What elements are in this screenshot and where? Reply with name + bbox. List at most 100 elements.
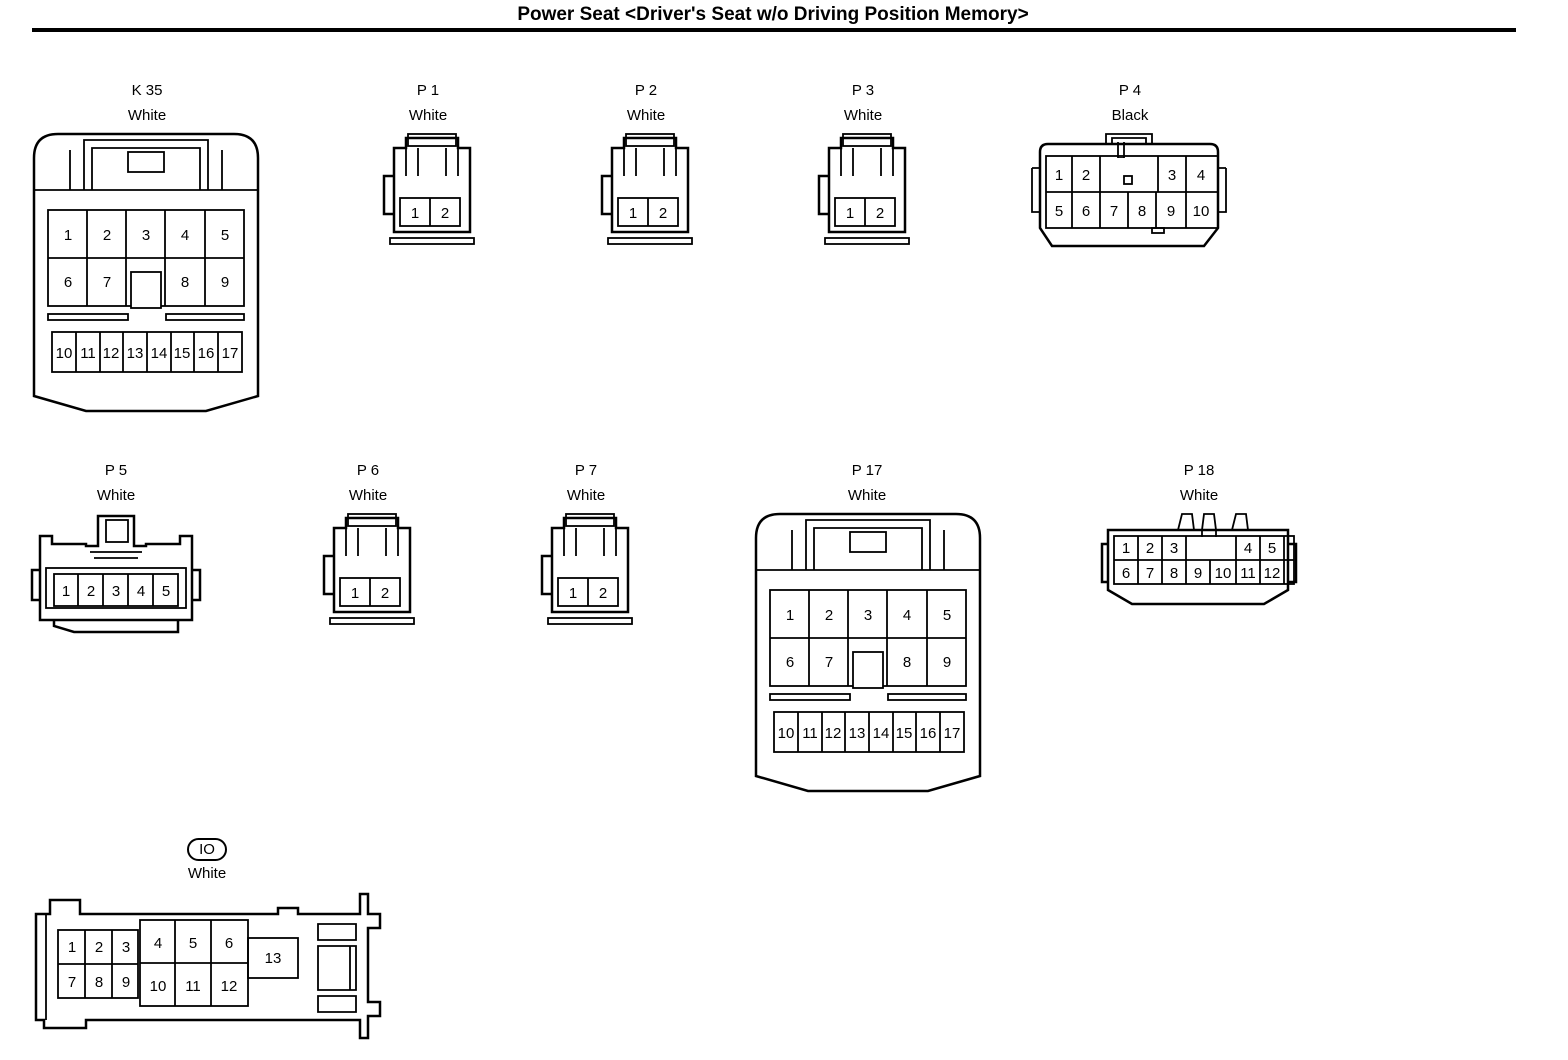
pin: 11 (185, 978, 201, 995)
pin: 10 (778, 725, 795, 742)
pin: 7 (68, 974, 76, 991)
pin: 2 (103, 227, 111, 244)
pin: 3 (122, 939, 130, 956)
pin: 8 (1170, 565, 1178, 582)
connector-id: P 18 (1183, 462, 1215, 479)
pin: 7 (1110, 203, 1118, 220)
pin: 8 (95, 974, 103, 991)
pin: 4 (154, 935, 162, 952)
pin: 1 (351, 585, 359, 602)
pin: 13 (127, 345, 144, 362)
connector-id: P 4 (1118, 82, 1142, 99)
pin: 4 (1244, 540, 1252, 557)
connector-p17-label: P 17 White (797, 462, 937, 504)
connector-color: Black (1111, 107, 1149, 124)
connector-p3: 1 2 (817, 133, 910, 245)
connector-p3-label: P 3 White (793, 82, 933, 124)
pin: 12 (103, 345, 120, 362)
connector-p6-label: P 6 White (298, 462, 438, 504)
pin: 9 (1194, 565, 1202, 582)
pin: 14 (151, 345, 168, 362)
pin: 6 (225, 935, 233, 952)
pin: 6 (64, 274, 72, 291)
pin: 8 (903, 654, 911, 671)
pin: 9 (1167, 203, 1175, 220)
pin: 1 (68, 939, 76, 956)
pin: 6 (1122, 565, 1130, 582)
connector-p6: 1 2 (322, 513, 415, 625)
pin: 3 (112, 583, 120, 600)
pin: 5 (943, 607, 951, 624)
connector-color: White (1179, 487, 1219, 504)
connector-color: White (626, 107, 666, 124)
pin: 2 (87, 583, 95, 600)
pin: 1 (1122, 540, 1130, 557)
pin: 8 (1138, 203, 1146, 220)
connector-p4: 1 2 3 4 5 6 7 8 9 10 (1031, 133, 1227, 248)
connector-p17: 1 2 3 4 5 6 7 8 9 10 11 12 13 14 15 16 1… (754, 512, 982, 793)
pin: 12 (1264, 565, 1281, 582)
connector-id: K 35 (131, 82, 163, 99)
connector-io-label: IO White (137, 838, 277, 882)
pin: 10 (1215, 565, 1232, 582)
connector-p4-label: P 4 Black (1060, 82, 1200, 124)
pin: 17 (222, 345, 239, 362)
connector-id: P 1 (416, 82, 440, 99)
pin: 4 (181, 227, 189, 244)
connector-color: White (408, 107, 448, 124)
pin-group: 1 2 3 4 5 6 7 8 9 (64, 227, 229, 291)
connector-id: P 17 (851, 462, 883, 479)
pin: 1 (569, 585, 577, 602)
pin: 15 (174, 345, 191, 362)
connector-color: White (847, 487, 887, 504)
pin: 7 (825, 654, 833, 671)
connector-p5-label: P 5 White (46, 462, 186, 504)
pin: 4 (137, 583, 145, 600)
pin: 10 (1193, 203, 1210, 220)
pin: 2 (95, 939, 103, 956)
pin: 13 (265, 950, 282, 967)
diagram-title: Power Seat <Driver's Seat w/o Driving Po… (517, 4, 1029, 25)
pin: 11 (80, 345, 96, 362)
pin: 8 (181, 274, 189, 291)
connector-color: White (127, 107, 167, 124)
pin: 12 (221, 978, 238, 995)
connector-id: P 5 (104, 462, 128, 479)
pin: 1 (629, 205, 637, 222)
pin: 6 (1082, 203, 1090, 220)
pin: 1 (411, 205, 419, 222)
connector-p2-label: P 2 White (576, 82, 716, 124)
pin: 16 (198, 345, 215, 362)
pin: 11 (802, 725, 818, 742)
connector-p7: 1 2 (540, 513, 633, 625)
connector-p5: 1 2 3 4 5 (30, 514, 202, 634)
connector-p18: 1 2 3 4 5 6 7 8 9 10 11 12 (1100, 513, 1298, 606)
connector-p18-label: P 18 White (1129, 462, 1269, 504)
connector-id: P 7 (574, 462, 598, 479)
pin: 2 (441, 205, 449, 222)
pin: 2 (381, 585, 389, 602)
pin: 9 (221, 274, 229, 291)
connector-k35: 1 2 3 4 5 6 7 8 9 10 11 12 13 14 15 16 1… (32, 132, 260, 413)
pin: 9 (943, 654, 951, 671)
pin: 1 (846, 205, 854, 222)
pin: 9 (122, 974, 130, 991)
pin: 5 (221, 227, 229, 244)
title-rule (32, 28, 1516, 32)
pin: 5 (1268, 540, 1276, 557)
pin: 6 (786, 654, 794, 671)
pin: 4 (1197, 167, 1205, 184)
pin: 7 (103, 274, 111, 291)
pin: 2 (659, 205, 667, 222)
pin: 13 (849, 725, 866, 742)
connector-color: White (566, 487, 606, 504)
pin: 2 (1146, 540, 1154, 557)
pin: 3 (142, 227, 150, 244)
pin: 3 (864, 607, 872, 624)
pin: 2 (1082, 167, 1090, 184)
connector-color: White (187, 865, 227, 882)
pin: 4 (903, 607, 911, 624)
connector-k35-label: K 35 White (77, 82, 217, 124)
pin: 3 (1168, 167, 1176, 184)
pin: 10 (56, 345, 73, 362)
